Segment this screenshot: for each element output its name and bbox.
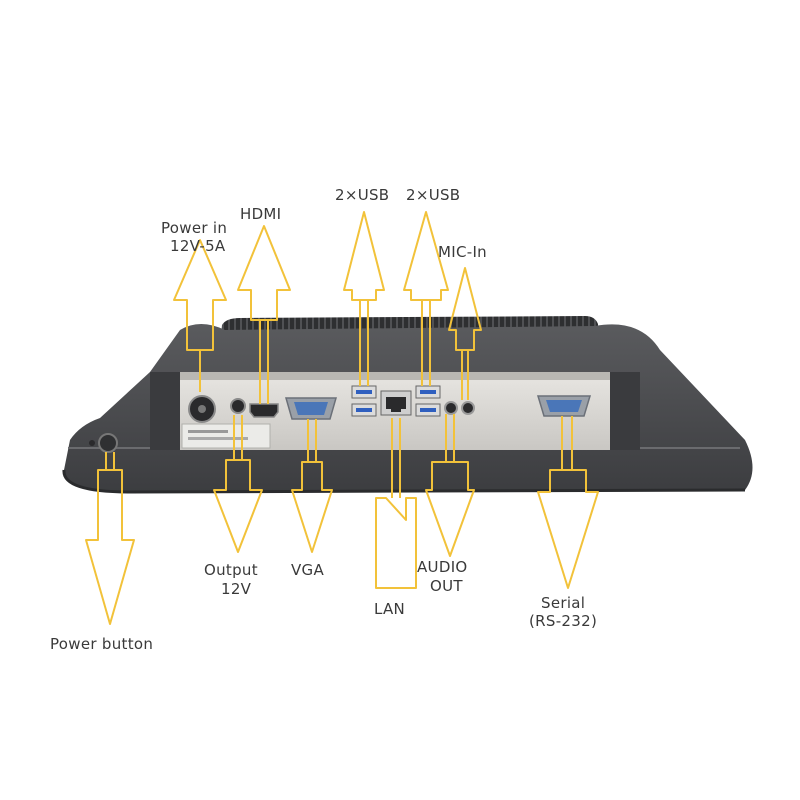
label-serial-spec: (RS-232) xyxy=(529,612,598,630)
arrow-vga xyxy=(291,461,333,553)
label-power-button: Power button xyxy=(50,635,154,653)
serial-port xyxy=(536,395,592,417)
label-output-spec: 12V xyxy=(221,580,252,598)
label-power-in-spec: 12V-5A xyxy=(170,237,226,255)
vga-port xyxy=(285,397,337,420)
label-output: Output xyxy=(204,561,258,579)
label-mic-in: MIC-In xyxy=(438,243,487,261)
arrow-hdmi xyxy=(237,225,291,321)
mic-in-port xyxy=(461,401,475,415)
usb-right-ports xyxy=(415,385,441,417)
label-hdmi: HDMI xyxy=(240,205,282,223)
arrow-mic-in xyxy=(448,267,482,351)
power-button xyxy=(89,433,118,453)
arrow-usb-left xyxy=(343,211,385,301)
label-power-in: Power in xyxy=(161,219,228,237)
label-lan: LAN xyxy=(374,600,406,618)
label-audio: AUDIO xyxy=(417,558,468,576)
arrow-power-button xyxy=(85,469,135,625)
audio-out-port xyxy=(444,401,458,415)
label-serial: Serial xyxy=(541,594,586,612)
label-vga: VGA xyxy=(291,561,325,579)
label-audio-out: OUT xyxy=(430,577,463,595)
arrow-output xyxy=(213,459,263,553)
label-sticker xyxy=(181,423,271,449)
arrow-serial xyxy=(537,469,599,589)
label-usb-left: 2×USB xyxy=(335,186,390,204)
output-12v-port xyxy=(230,398,246,414)
lan-port xyxy=(380,390,412,416)
arrow-audio-out xyxy=(425,461,475,557)
hdmi-port xyxy=(249,403,279,418)
usb-left-ports xyxy=(351,385,377,417)
power-in-port xyxy=(188,395,216,423)
arrow-usb-right xyxy=(403,211,449,301)
label-usb-right: 2×USB xyxy=(406,186,461,204)
arrow-lan xyxy=(375,497,417,589)
arrow-power-in xyxy=(173,239,227,351)
